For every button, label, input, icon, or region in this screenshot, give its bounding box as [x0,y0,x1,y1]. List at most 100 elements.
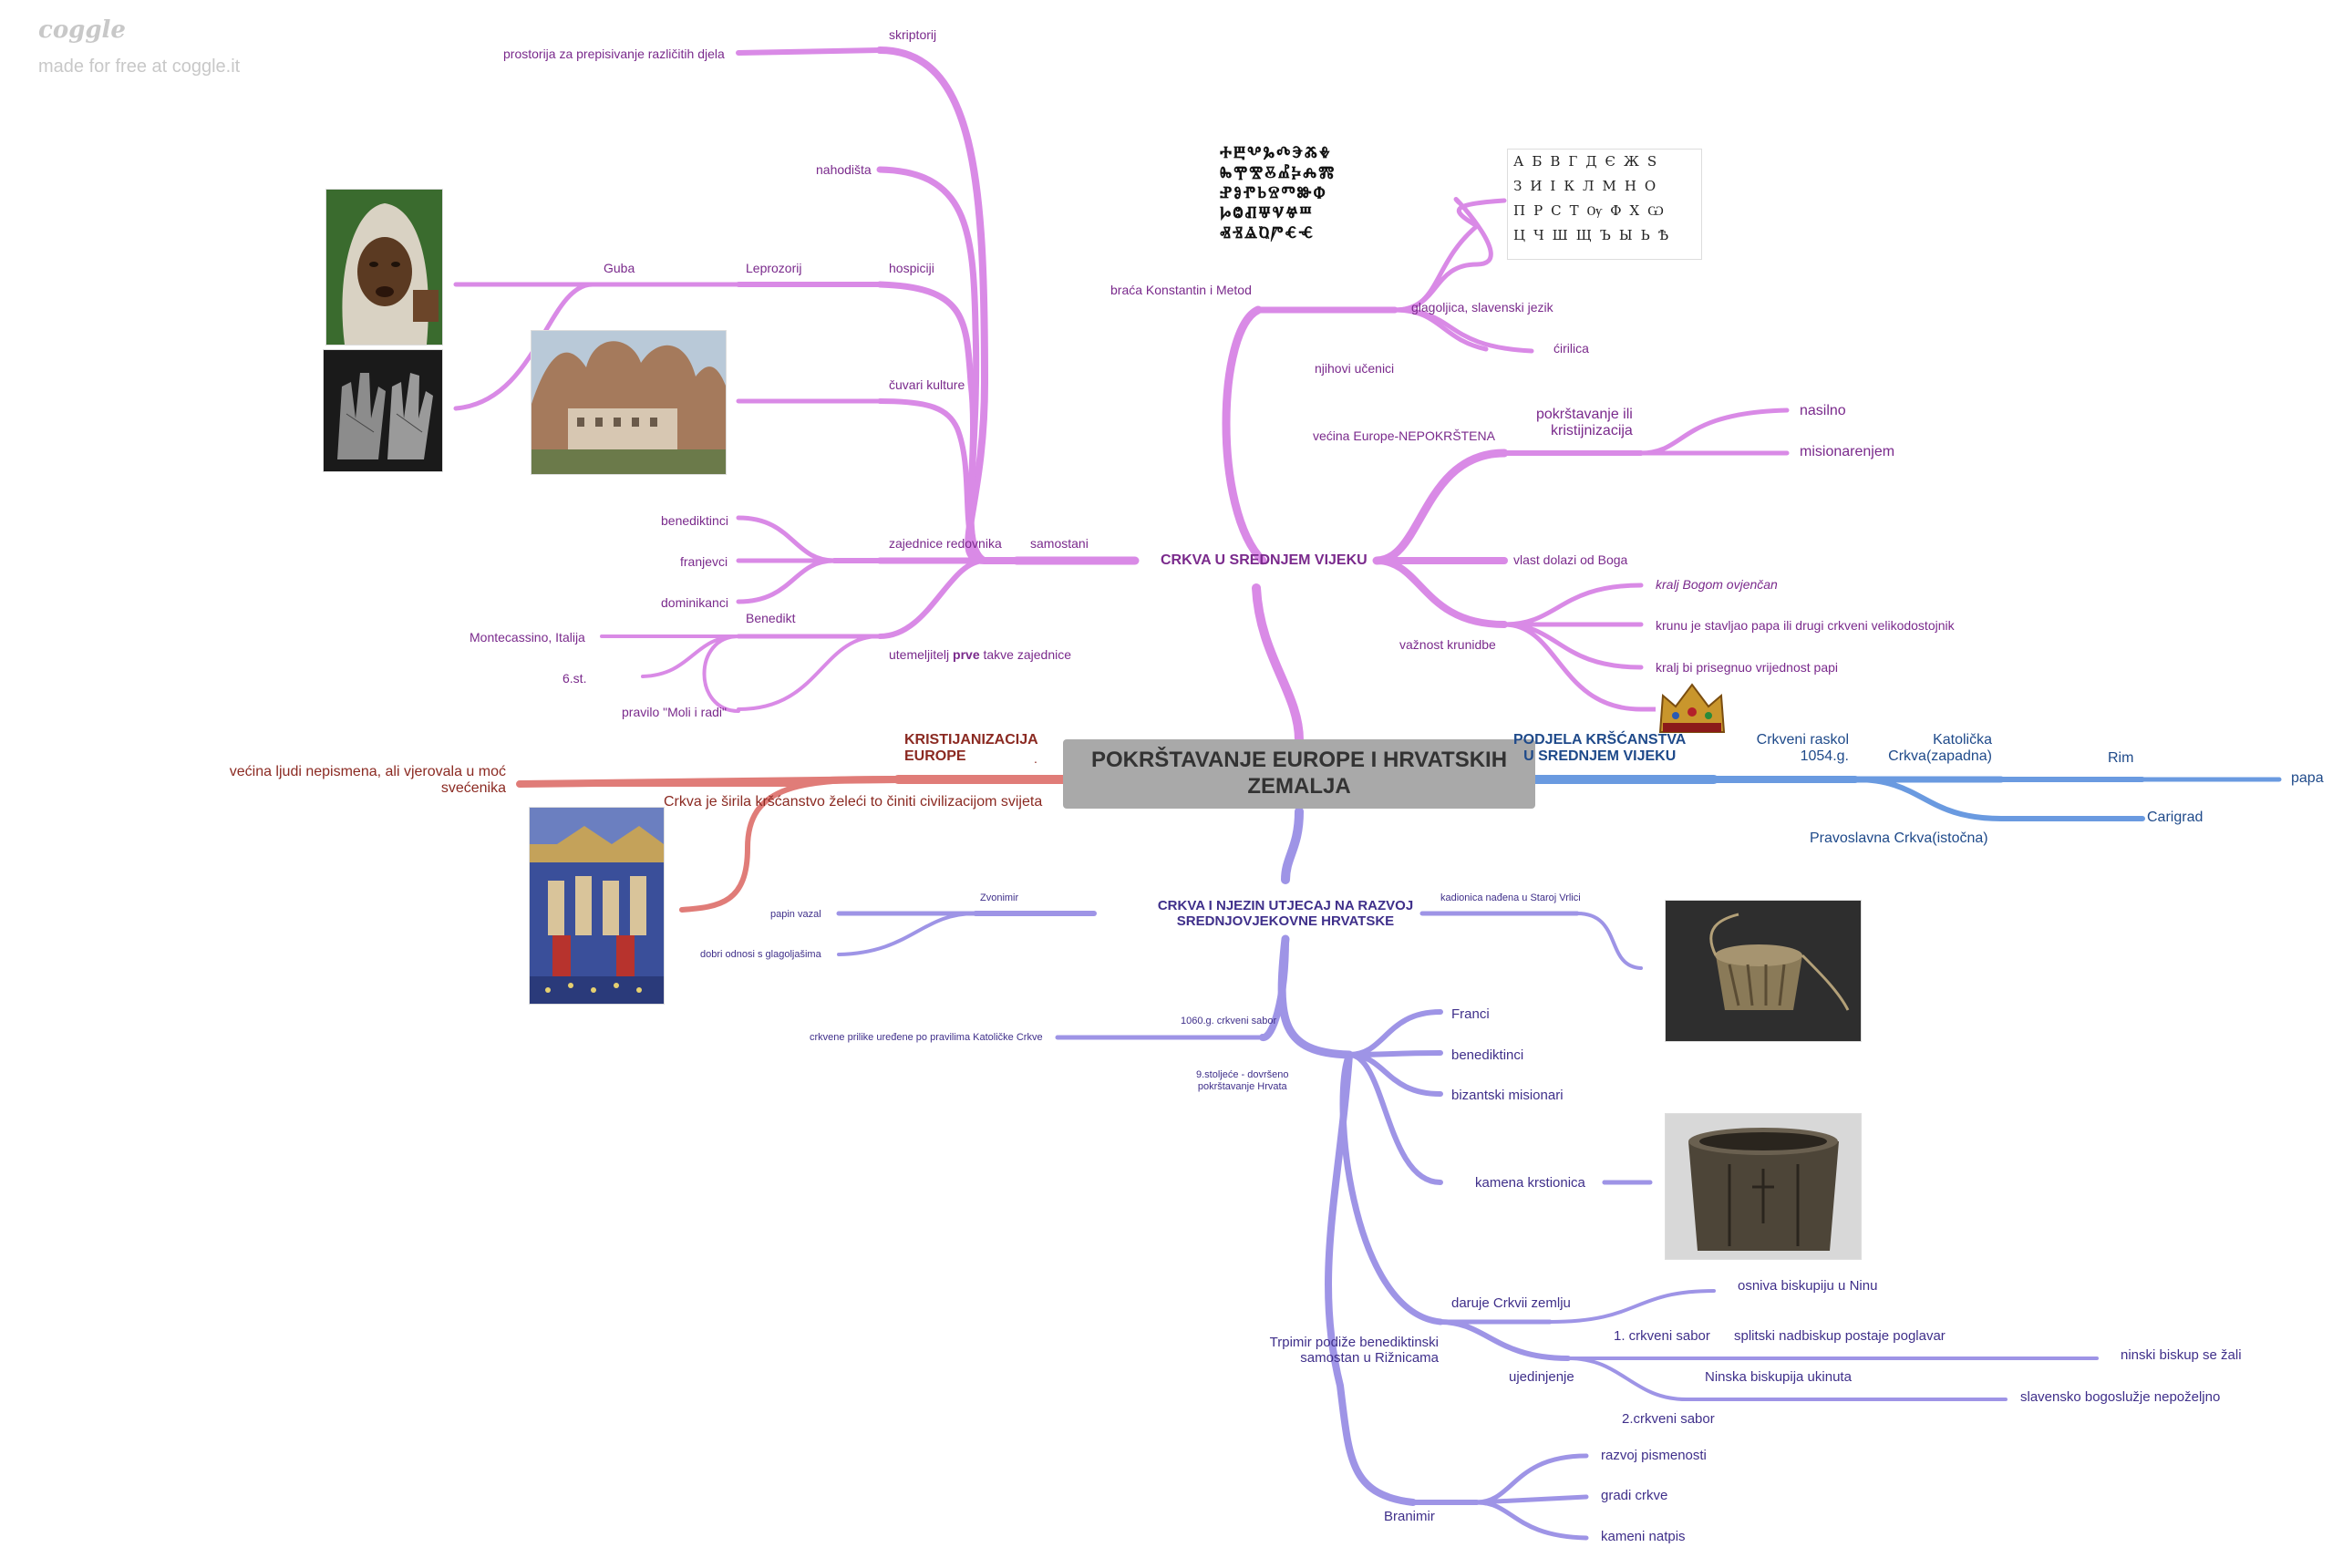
glagolitic-alphabet: ⰀⰁⰂⰃⰄⰅⰆⰇ ⰈⰉⰊⰋⰌⰍⰎⰏ ⰐⰑⰒⰓⰔⰕⰖⰗ ⰘⰙⰚⰛⰜⰝⰞ ⰟⰠⰡⰢⰣ… [1220,143,1391,248]
node-pravoslavna[interactable]: Pravoslavna Crkva(istočna) [1810,830,1988,846]
censer-photo [1665,900,1862,1042]
node-sirila[interactable]: Crkva je širila kršćanstvo želeći to čin… [664,794,1043,810]
vecina-ljudi-line2: svećenika [440,780,506,797]
node-montecassino[interactable]: Montecassino, Italija [470,630,585,645]
node-vaznost[interactable]: važnost krunidbe [1399,637,1496,652]
node-dot: . [1034,751,1037,766]
node-trpimir[interactable]: Trpimir podiže benediktinski samostan u … [1247,1335,1439,1367]
node-misionarenjem[interactable]: misionarenjem [1800,444,1895,459]
coggle-logo[interactable]: coggle [38,16,126,44]
node-franci[interactable]: Franci [1451,1006,1490,1022]
node-splitski[interactable]: splitski nadbiskup postaje poglavar [1734,1328,1946,1344]
coggle-tagline[interactable]: made for free at coggle.it [38,57,241,77]
glagolitic-row: ⰀⰁⰂⰃⰄⰅⰆⰇ [1220,143,1332,162]
node-ninska[interactable]: Ninska biskupija ukinuta [1705,1369,1852,1385]
node-leprozorij[interactable]: Leprozorij [746,261,802,275]
node-nahodista[interactable]: nahodišta [816,162,872,177]
leper-woman-photo [325,189,443,346]
node-vecina[interactable]: većina Europe-NEPOKRŠTENA [1313,428,1495,443]
node-skriptorij[interactable]: skriptorij [889,27,937,42]
node-prilike[interactable]: crkvene prilike uređene po pravilima Kat… [810,1032,1043,1043]
red-connectors [516,775,1068,913]
9-stoljece-line2: pokrštavanje Hrvata [1197,1080,1287,1092]
node-9-stoljece[interactable]: 9.stoljeće - dovršeno pokrštavanje Hrvat… [1196,1069,1289,1092]
utemeljitelj-bold: prve [953,647,980,662]
node-branimir[interactable]: Branimir [1384,1509,1435,1524]
node-dominikanci[interactable]: dominikanci [661,595,728,610]
node-franjevci[interactable]: franjevci [680,554,728,569]
katolicka-line2: Crkva(zapadna) [1888,748,1992,765]
node-rim[interactable]: Rim [2108,750,2134,766]
node-vlast[interactable]: vlast dolazi od Boga [1513,552,1628,567]
node-sabor-1060[interactable]: 1060.g. crkveni sabor [1181,1016,1277,1026]
glagolitic-row: ⰘⰙⰚⰛⰜⰝⰞ [1220,203,1314,222]
monastery-photo [531,330,727,475]
node-podjela[interactable]: PODJELA KRŠĆANSTVA U SREDNJEM VIJEKU [1513,732,1686,766]
node-benediktinci[interactable]: benediktinci [661,513,728,528]
cyrillic-row: ЦЧШЩЪЫЬѢ [1513,227,1677,243]
podjela-line2: U SREDNJEM VIJEKU [1523,748,1677,765]
node-raskol[interactable]: Crkveni raskol 1054.g. [1749,732,1849,766]
node-hospiciji[interactable]: hospiciji [889,261,934,275]
node-braca[interactable]: braća Konstantin i Metod [1110,283,1252,297]
podjela-line1: PODJELA KRŠĆANSTVA [1513,732,1687,748]
hrvatska-line1: CRKVA I NJEZIN UTJECAJ NA RAZVOJ [1157,898,1414,913]
node-sabor1[interactable]: 1. crkveni sabor [1614,1328,1710,1344]
node-daruje[interactable]: daruje Crkvii zemlju [1451,1295,1571,1311]
node-bizantski[interactable]: bizantski misionari [1451,1088,1564,1103]
node-crkva-srednji-vijek[interactable]: CRKVA U SREDNJEM VIJEKU [1161,552,1368,568]
node-zajednice[interactable]: zajednice redovnika [889,536,1002,551]
node-ujedinjenje[interactable]: ujedinjenje [1509,1369,1574,1385]
node-guba[interactable]: Guba [604,261,635,275]
root-title-line1: POKRŠTAVANJE EUROPE I HRVATSKIH [1090,748,1508,773]
node-razvoj[interactable]: razvoj pismenosti [1601,1448,1707,1463]
node-kralj-bogom[interactable]: kralj Bogom ovjenčan [1656,577,1778,592]
node-natpis[interactable]: kameni natpis [1601,1529,1686,1544]
blue-connectors [1531,775,2282,821]
purple-connectors [453,46,1790,745]
node-utemeljitelj[interactable]: utemeljitelj prve takve zajednice [889,647,1071,662]
node-kralj-prisegnuo[interactable]: kralj bi prisegnuo vrijednost papi [1656,660,1838,675]
node-dobri-odnosi[interactable]: dobri odnosi s glagoljašima [700,949,821,960]
node-hrvatska[interactable]: CRKVA I NJEZIN UTJECAJ NA RAZVOJ SREDNJO… [1144,898,1427,930]
node-krstionica[interactable]: kamena krstionica [1475,1175,1585,1191]
node-benediktinci-hr[interactable]: benediktinci [1451,1047,1524,1063]
trpimir-line1: Trpimir podiže benediktinski [1269,1335,1439,1350]
node-ucenici[interactable]: njihovi učenici [1315,361,1395,376]
node-cuvari-kulture[interactable]: čuvari kulture [889,377,965,392]
node-cirilica[interactable]: ćirilica [1553,341,1589,356]
node-krunu[interactable]: krunu je stavljao papa ili drugi crkveni… [1656,618,1955,633]
node-nasilno[interactable]: nasilno [1800,403,1846,418]
node-samostani[interactable]: samostani [1030,536,1089,551]
node-sabor2[interactable]: 2.crkveni sabor [1622,1411,1715,1427]
node-benedikt[interactable]: Benedikt [746,611,796,625]
node-kadionica[interactable]: kadionica nađena u Staroj Vrlici [1440,892,1581,903]
node-prostorija[interactable]: prostorija za prepisivanje različitih dj… [503,46,725,61]
root-node[interactable]: POKRŠTAVANJE EUROPE I HRVATSKIH ZEMALJA [1063,739,1535,809]
node-glagoljica[interactable]: glagoljica, slavenski jezik [1411,300,1553,315]
node-6-stoljece[interactable]: 6.st. [563,671,587,686]
node-carigrad[interactable]: Carigrad [2147,810,2204,825]
node-katolicka[interactable]: Katolička Crkva(zapadna) [1883,732,1992,766]
cyrillic-alphabet: АБВГДЄЖЅ ЗИІКЛМНО ПРСТѸФХѠ ЦЧШЩЪЫЬѢ [1507,149,1702,260]
node-pravilo[interactable]: pravilo "Moli i radi" [622,705,727,719]
node-ninski[interactable]: ninski biskup se žali [2121,1347,2242,1363]
vecina-ljudi-line1: većina ljudi nepismena, ali vjerovala u … [229,764,506,779]
node-vecina-ljudi[interactable]: većina ljudi nepismena, ali vjerovala u … [223,764,506,798]
kristijanizacija-line2: EUROPE [904,748,966,765]
node-papa[interactable]: papa [2291,770,2324,786]
node-papin-vazal[interactable]: papin vazal [770,909,821,920]
node-kristijanizacija[interactable]: KRISTIJANIZACIJA EUROPE [904,732,1038,766]
raskol-line1: Crkveni raskol [1756,732,1849,748]
node-slavensko[interactable]: slavensko bogoslužje nepoželjno [2020,1389,2221,1405]
cyrillic-row: АБВГДЄЖЅ [1513,153,1666,170]
node-zvonimir[interactable]: Zvonimir [980,892,1019,903]
node-osniva[interactable]: osniva biskupiju u Ninu [1738,1278,1878,1294]
node-gradi[interactable]: gradi crkve [1601,1488,1668,1503]
glagolitic-row: ⰟⰠⰡⰢⰣⰤⰥ [1220,223,1316,242]
katolicka-line1: Katolička [1933,732,1992,748]
node-pokrstavanje[interactable]: pokrštavanje ili kristijnizacija [1536,407,1633,440]
utemeljitelj-post: takve zajednice [979,647,1072,662]
glagolitic-row: ⰈⰉⰊⰋⰌⰍⰎⰏ [1220,163,1337,182]
stone-font-photo [1665,1113,1862,1260]
